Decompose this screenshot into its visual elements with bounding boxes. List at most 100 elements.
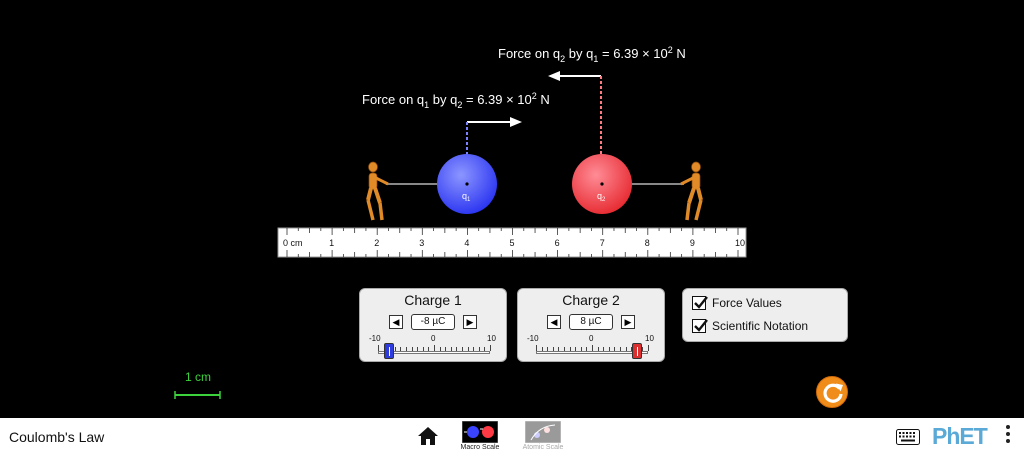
puller-left: [366, 161, 389, 221]
ruler-tick-label: 2: [374, 238, 379, 248]
svg-text:q1: q1: [462, 191, 471, 203]
charge2-slider-thumb[interactable]: [631, 343, 642, 359]
charge2-decrement-button[interactable]: ◀: [547, 315, 561, 329]
slider-tick: [450, 347, 452, 351]
slider-tick: [490, 345, 491, 351]
slider-tick: [592, 345, 593, 351]
charge1-mid-label: 0: [431, 334, 436, 343]
ruler-tick-label: 10: [735, 238, 745, 248]
ruler-tick-label: 8: [645, 238, 650, 248]
home-button[interactable]: [417, 426, 439, 446]
slider-tick: [597, 347, 599, 351]
charge2-slider-track[interactable]: [536, 351, 648, 354]
charge2-increment-button[interactable]: ▶: [621, 315, 635, 329]
force-arrow-q2: [548, 71, 601, 81]
slider-tick: [456, 347, 458, 351]
slider-tick: [631, 347, 633, 351]
slider-tick: [547, 347, 549, 351]
slider-tick: [642, 347, 644, 351]
home-icon: [418, 427, 438, 445]
charge1-control-panel: Charge 1 ◀ -8 µC ▶ -10 0 10: [359, 288, 507, 362]
slider-tick: [422, 347, 424, 351]
force-values-label: Force Values: [712, 296, 782, 310]
slider-tick: [569, 347, 571, 351]
slider-tick: [552, 347, 554, 351]
screen-atomic-scale[interactable]: Atomic Scale: [517, 421, 569, 451]
charge1-increment-button[interactable]: ▶: [463, 315, 477, 329]
slider-tick: [564, 347, 565, 351]
slider-tick: [541, 347, 543, 351]
slider-tick: [394, 347, 396, 351]
ruler-unit-label: 0 cm: [283, 238, 303, 248]
slider-tick: [580, 347, 582, 351]
reset-icon: [823, 383, 843, 403]
more-options-icon[interactable]: [1006, 425, 1010, 446]
slider-tick: [378, 345, 379, 351]
charge1-min-label: -10: [369, 334, 381, 343]
force-label-q1: Force on q1 by q2 = 6.39 × 102 N: [362, 91, 550, 110]
checkmark-icon: [692, 296, 708, 310]
slider-tick: [478, 347, 480, 351]
reset-all-button[interactable]: [816, 376, 848, 408]
slider-tick: [648, 345, 649, 351]
slider-tick: [406, 347, 407, 351]
slider-tick: [383, 347, 385, 351]
checkmark-icon: [692, 319, 708, 333]
phet-logo[interactable]: PhET: [932, 423, 988, 449]
display-options-panel: Force Values Scientific Notation: [682, 288, 848, 342]
charge1-slider-thumb[interactable]: [384, 343, 395, 359]
slider-tick: [434, 345, 435, 351]
ruler-tick-label: 1: [329, 238, 334, 248]
ruler-tick-label: 4: [464, 238, 469, 248]
charge2-mid-label: 0: [589, 334, 594, 343]
charge2-min-label: -10: [527, 334, 539, 343]
charge1-title: Charge 1: [404, 292, 462, 308]
keyboard-icon: [896, 429, 920, 445]
ruler-tick-label: 3: [419, 238, 424, 248]
atomic-scale-icon: [525, 421, 561, 443]
charge1-slider-track[interactable]: [378, 351, 490, 354]
slider-tick: [558, 347, 560, 351]
slider-tick: [439, 347, 441, 351]
ruler-tick-label: 7: [600, 238, 605, 248]
slider-tick: [462, 347, 463, 351]
scientific-notation-checkbox[interactable]: Scientific Notation: [692, 319, 808, 333]
sim-title: Coulomb's Law: [9, 429, 105, 445]
force-label-q2: Force on q2 by q1 = 6.39 × 102 N: [498, 45, 686, 64]
macro-scale-label: Macro Scale: [460, 444, 500, 451]
atomic-scale-label: Atomic Scale: [522, 444, 564, 451]
force-values-checkbox[interactable]: Force Values: [692, 296, 782, 310]
slider-tick: [614, 347, 616, 351]
puller-right: [680, 161, 703, 221]
slider-tick: [575, 347, 577, 351]
slider-tick: [400, 347, 402, 351]
slider-tick: [484, 347, 486, 351]
charge1-decrement-button[interactable]: ◀: [389, 315, 403, 329]
ruler-tick-label: 5: [510, 238, 515, 248]
keyboard-help-button[interactable]: [896, 429, 920, 445]
macro-scale-icon: [462, 421, 498, 443]
navigation-bar: Coulomb's Law Macro Scale Atomic Scale: [0, 418, 1024, 454]
screen-macro-scale[interactable]: Macro Scale: [454, 421, 506, 451]
ruler-tick-label: 9: [690, 238, 695, 248]
charge1-max-label: 10: [487, 334, 496, 343]
slider-tick: [586, 347, 588, 351]
charge1-value-display: -8 µC: [411, 314, 455, 330]
slider-tick: [625, 347, 627, 351]
charge-q2[interactable]: q2: [572, 154, 632, 214]
slider-tick: [445, 347, 447, 351]
charge-q1[interactable]: q1: [437, 154, 497, 214]
play-area: Force on q2 by q1 = 6.39 × 102 N Force o…: [277, 45, 747, 258]
slider-tick: [428, 347, 430, 351]
charge2-title: Charge 2: [562, 292, 620, 308]
slider-tick: [467, 347, 469, 351]
simulation-stage: Force on q2 by q1 = 6.39 × 102 N Force o…: [174, 45, 848, 408]
charge2-max-label: 10: [645, 334, 654, 343]
slider-tick: [536, 345, 537, 351]
scale-bar: [174, 391, 221, 399]
force-arrow-q1: [467, 117, 522, 127]
scale-indicator-label: 1 cm: [184, 370, 211, 384]
scale-indicator: 1 cm: [174, 370, 222, 400]
svg-text:q2: q2: [597, 191, 606, 203]
